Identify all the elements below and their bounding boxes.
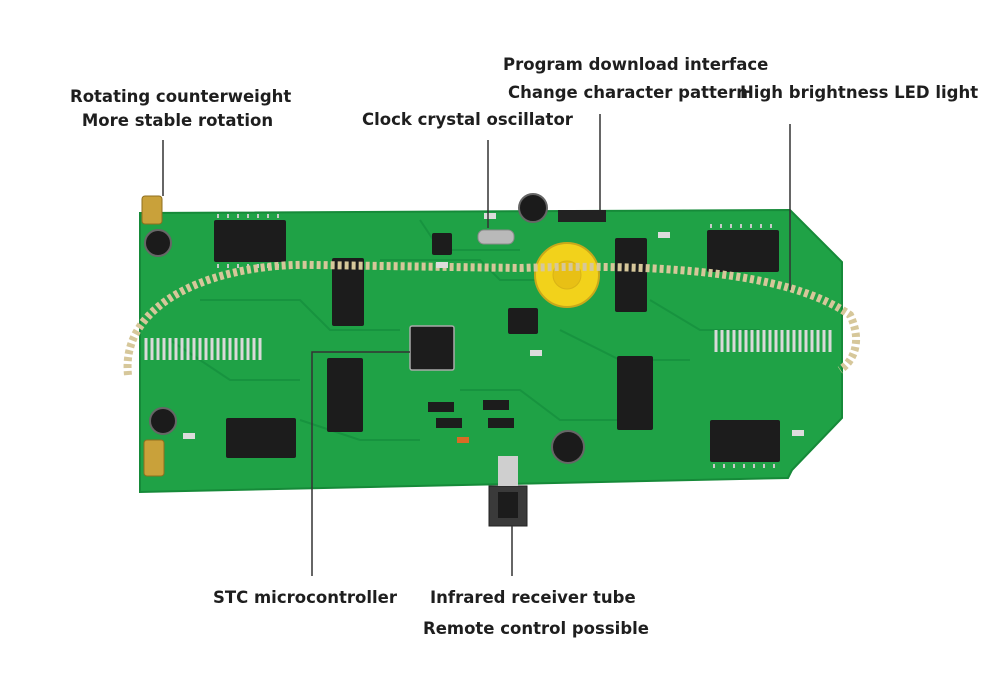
infrared-receiver-tube: [488, 456, 528, 527]
smd-components: [183, 213, 804, 443]
ir-receiver-label-line1: Infrared receiver tube: [430, 588, 636, 607]
crystal-oscillator: [477, 229, 515, 245]
ic-chips: [214, 220, 780, 462]
crystal-oscillator-label: Clock crystal oscillator: [362, 110, 573, 129]
diodes: [428, 400, 514, 428]
leader-lines: [162, 114, 791, 576]
stc-microcontroller-chip: [409, 325, 455, 371]
download-interface-label-line2: Change character pattern: [508, 83, 748, 102]
download-interface-label-line1: Program download interface: [503, 55, 769, 74]
pcb-board: [139, 208, 843, 494]
led-arc-strip: [123, 260, 861, 376]
brass-counterweights: [141, 195, 165, 477]
counterweight-label-line2: More stable rotation: [81, 111, 274, 130]
mcu-label: STC microcontroller: [213, 588, 397, 607]
ir-receiver-label-line2: Remote control possible: [423, 619, 649, 638]
program-header-pins: [558, 210, 606, 222]
electrolytic-capacitors: [144, 193, 585, 464]
counterweight-label-line1: Rotating counterweight: [70, 87, 292, 106]
led-pin-rows: [144, 330, 832, 360]
led-light-label: High brightness LED light: [740, 83, 979, 102]
